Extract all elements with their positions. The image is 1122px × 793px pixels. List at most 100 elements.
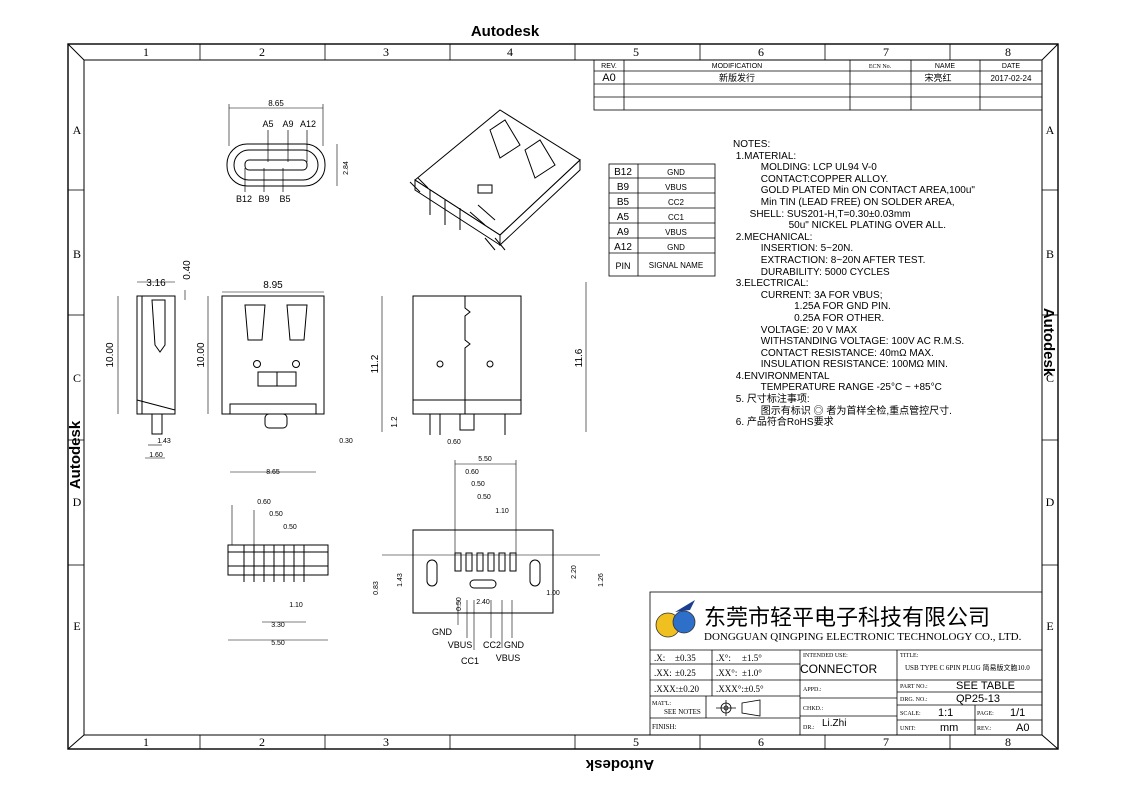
company-name-en: DONGGUAN QINGPING ELECTRONIC TECHNOLOGY … <box>704 631 1022 643</box>
zone-bottom-1: 1 <box>143 735 149 749</box>
intended-use-label: INTENDED USE: <box>803 653 848 659</box>
notes-line: EXTRACTION: 8~20N AFTER TEST. <box>733 254 926 266</box>
pcb-signal-gnd-2: GND <box>504 640 525 650</box>
rev-header-ecn: ECN No. <box>869 64 892 70</box>
side-view-drawing <box>117 281 186 459</box>
tol-xxdeg-value: ±1.0° <box>742 668 762 678</box>
notes-line: SHELL: SUS201-H,T=0.30±0.03mm <box>733 208 911 220</box>
pcb-dim-4: 0.50 <box>477 494 491 501</box>
pcb-signal-vbus-2: VBUS <box>496 653 521 663</box>
frontview-width-dim: 8.95 <box>263 280 283 291</box>
zone-bottom-3: 3 <box>383 735 389 749</box>
sideview-a-dim: 1.43 <box>157 438 171 445</box>
revision-table <box>593 59 1043 111</box>
title-value: USB TYPE C 6PIN PLUG 简易版文胞10.0 <box>905 663 1030 672</box>
rev-label: REV.: <box>977 726 992 732</box>
pin-6-signal: GND <box>667 243 685 252</box>
topview-height-dim: 2.84 <box>343 161 350 175</box>
zone-left-c: C <box>73 371 81 385</box>
notes-line: DURABILITY: 5000 CYCLES <box>733 266 890 278</box>
rev-row-modification: 新版发行 <box>719 72 755 83</box>
unit-value: mm <box>940 722 958 734</box>
matl-label: MAT'L: <box>652 701 671 707</box>
sideview-thickness-dim: 0.40 <box>182 260 193 280</box>
notes-line: 3.ELECTRICAL: <box>733 278 809 290</box>
pcb-dim-11: 2.40 <box>476 599 490 606</box>
dr-label: DR.: <box>803 725 815 731</box>
zone-bottom-7: 7 <box>883 735 889 749</box>
tol-xxxdeg: .XXX°:±0.5° <box>716 684 764 694</box>
watermark-bottom: Autodesk <box>585 756 654 773</box>
pcb-signal-vbus-1: VBUS <box>448 640 473 650</box>
watermark-top: Autodesk <box>471 23 540 40</box>
finish-label: FINISH: <box>652 723 677 731</box>
zone-top-5: 5 <box>633 45 639 59</box>
notes-line: 50u" NICKEL PLATING OVER ALL. <box>733 220 947 232</box>
frontview-height2-dim: 11.2 <box>370 354 381 373</box>
pcb-dim-5: 1.10 <box>495 508 509 515</box>
rev-value: A0 <box>1016 722 1029 734</box>
notes-line: 1.MATERIAL: <box>733 150 797 162</box>
unit-label: UNIT: <box>900 726 916 732</box>
company-logo <box>655 600 696 638</box>
zone-left-e: E <box>73 619 80 633</box>
title-block <box>649 591 1043 736</box>
frontview-c-dim: 0.30 <box>339 438 353 445</box>
zone-left-a: A <box>73 123 82 137</box>
intended-use-value: CONNECTOR <box>800 662 877 676</box>
bottomview-dim-3: 0.50 <box>283 524 297 531</box>
notes-line: 5. 尺寸标注事项: <box>733 394 810 406</box>
notes-block: NOTES: 1.MATERIAL: MOLDING: LCP UL94 V-0… <box>733 139 975 429</box>
notes-line: 0.25A FOR OTHER. <box>733 312 885 324</box>
pin-header-pin: PIN <box>615 261 630 271</box>
tol-xxdeg-label: .XX°: <box>716 668 737 678</box>
topview-pin-b5: B5 <box>279 194 290 204</box>
pin-1: B12 <box>614 167 632 178</box>
pin-table <box>608 163 716 277</box>
notes-line: WITHSTANDING VOLTAGE: 100V AC R.M.S. <box>733 336 965 348</box>
front-view-drawing <box>207 291 383 473</box>
page-label: PAGE: <box>977 711 994 717</box>
pcb-signal-cc2: CC2 <box>483 640 501 650</box>
topview-pin-a12: A12 <box>300 119 316 129</box>
notes-line: TEMPERATURE RANGE -25°C ~ +85°C <box>733 382 942 394</box>
pcb-signal-cc1: CC1 <box>461 656 479 666</box>
pin-5-signal: VBUS <box>665 228 687 237</box>
zone-bottom-6: 6 <box>758 735 764 749</box>
pin-3: B5 <box>617 197 630 208</box>
frontview-w2-dim: 8.65 <box>266 469 280 476</box>
notes-line: NOTES: <box>733 139 771 150</box>
zone-top-6: 6 <box>758 45 764 59</box>
topview-pin-a9: A9 <box>282 119 293 129</box>
rev-header-date: DATE <box>1002 63 1020 70</box>
zone-bottom-8: 8 <box>1005 735 1011 749</box>
part-value: SEE TABLE <box>956 680 1015 692</box>
watermark-left: Autodesk <box>67 420 84 489</box>
zone-top-8: 8 <box>1005 45 1011 59</box>
page-value: 1/1 <box>1010 707 1025 719</box>
tol-x-label: .X: <box>654 653 665 663</box>
bottomview-dim-1: 0.60 <box>257 499 271 506</box>
notes-line: CONTACT:COPPER ALLOY. <box>733 173 889 185</box>
scale-label: SCALE: <box>900 711 921 717</box>
rev-row-date: 2017-02-24 <box>991 74 1032 83</box>
matl-value: SEE NOTES <box>664 708 701 716</box>
notes-line: INSULATION RESISTANCE: 100MΩ MIN. <box>733 359 948 371</box>
watermark-right: Autodesk <box>1040 308 1057 377</box>
pcb-dim-1: 5.50 <box>478 456 492 463</box>
zone-top-3: 3 <box>383 45 389 59</box>
company-name-cn: 东莞市轻平电子科技有限公司 <box>704 606 990 631</box>
pcb-dim-12: 1.00 <box>546 590 560 597</box>
rev-row-name: 宋亮红 <box>924 72 951 83</box>
notes-line: 4.ENVIRONMENTAL <box>733 370 830 382</box>
top-view-drawing <box>226 104 338 192</box>
zone-left-d: D <box>73 495 82 509</box>
rev-header-modification: MODIFICATION <box>712 63 762 70</box>
pcb-dim-8: 2.20 <box>571 565 578 579</box>
bottomview-dim-6: 5.50 <box>271 640 285 647</box>
pcb-dim-6: 0.83 <box>373 581 380 595</box>
bottomview-dim-2: 0.50 <box>269 511 283 518</box>
zone-bottom-2: 2 <box>259 735 265 749</box>
frontview-b-dim: 1.2 <box>390 416 399 428</box>
